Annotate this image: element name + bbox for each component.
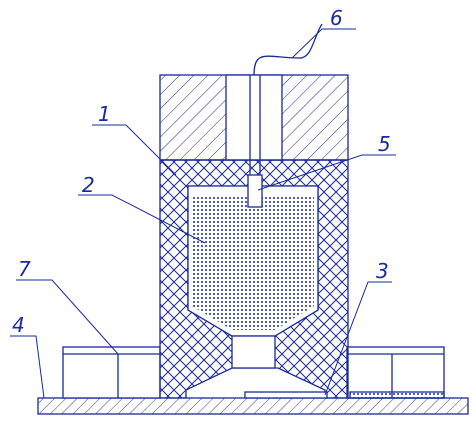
probe-tip — [247, 174, 263, 208]
left-support — [62, 346, 161, 399]
leader-6 — [291, 28, 356, 59]
bottom-plate — [244, 391, 328, 399]
label-1: 1 — [98, 102, 111, 126]
label-3: 3 — [376, 259, 389, 283]
base-plate — [37, 397, 469, 415]
leader-4 — [10, 335, 45, 399]
label-2: 2 — [82, 173, 95, 197]
leader-5 — [257, 154, 396, 191]
leader-3 — [324, 281, 392, 396]
lid-slot — [225, 74, 283, 161]
probe-wire — [253, 23, 323, 76]
label-5: 5 — [378, 132, 391, 156]
powder-fill-lower — [192, 306, 314, 330]
label-4: 4 — [12, 313, 25, 337]
label-6: 6 — [330, 6, 343, 30]
neck-channel — [231, 335, 276, 369]
label-7: 7 — [18, 257, 31, 281]
leader-1 — [92, 124, 177, 176]
leader-7 — [16, 279, 119, 355]
powder-fill — [192, 196, 314, 306]
right-support — [346, 346, 445, 399]
leader-2 — [78, 194, 206, 244]
